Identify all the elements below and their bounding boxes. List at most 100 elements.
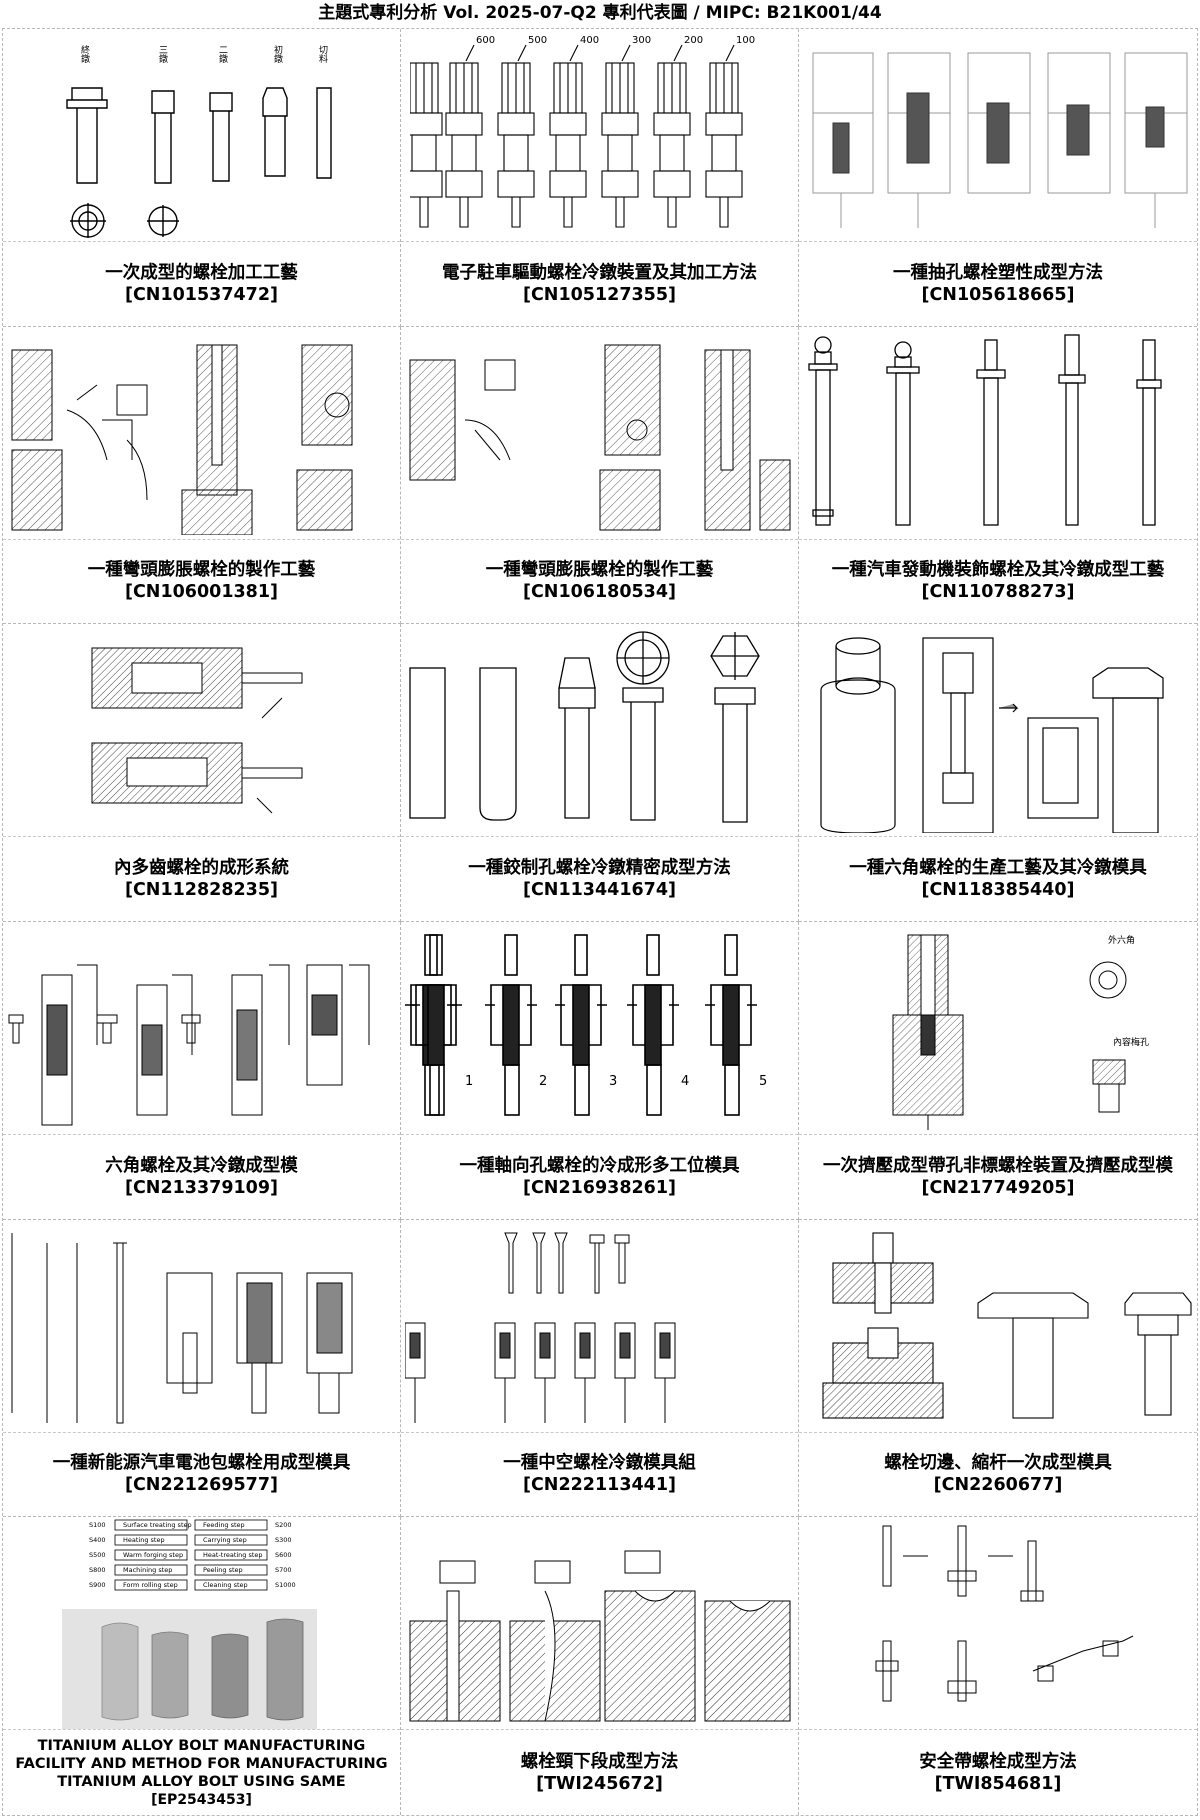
step-label: Feeding step [203, 1521, 245, 1529]
station-label: 200 [684, 35, 703, 46]
patent-card[interactable]: 一種鉸制孔螺栓冷鐓精密成型方法 [CN113441674] [401, 624, 799, 922]
patent-grid: 終鐓 三鐓 二鐓 初鐓 切料 [2, 28, 1198, 1816]
station-number: 2 [539, 1074, 547, 1089]
step-label: Machining step [123, 1566, 172, 1574]
patent-caption: 安全帶螺栓成型方法 [TWI854681] [799, 1730, 1197, 1815]
patent-number[interactable]: [CN217749205] [921, 1177, 1075, 1198]
patent-card[interactable]: 600 500 400 300 200 100 電子駐車驅動螺栓冷鐓裝置及其加工… [401, 29, 799, 327]
die-sections-figure [799, 29, 1197, 242]
bent-bolt-dies-figure-2 [401, 327, 798, 540]
patent-card[interactable]: 螺栓切邊、縮杆一次成型模具 [CN2260677] [799, 1220, 1197, 1518]
station-label: 600 [476, 35, 495, 46]
patent-title: 一次成型的螺栓加工工藝 [105, 262, 298, 283]
patent-card[interactable]: S100 Surface treating step Feeding step … [3, 1517, 401, 1815]
step-label: Carrying step [203, 1536, 247, 1544]
stage-label: 終鐓 [79, 43, 90, 63]
patent-card[interactable]: 一種中空螺栓冷鐓模具組 [CN222113441] [401, 1219, 799, 1518]
patent-number[interactable]: [CN112828235] [124, 880, 279, 901]
patent-title: 安全帶螺栓成型方法 [919, 1751, 1077, 1772]
station-number: 1 [465, 1074, 473, 1089]
patent-card[interactable]: 外六角 內容梅孔 一次擠壓成型帶孔非標螺栓裝置及擠壓成型模 [CN2177492… [799, 922, 1197, 1220]
patent-card[interactable]: 一種彎頭膨脹螺栓的製作工藝 [CN106001381] [3, 326, 401, 625]
patent-number[interactable]: [CN222113441] [522, 1475, 677, 1496]
step-label: Peeling step [203, 1566, 243, 1574]
patent-title: 螺栓切邊、縮杆一次成型模具 [884, 1453, 1112, 1474]
patent-card[interactable]: 六角螺栓及其冷鐓成型模 [CN213379109] [3, 921, 401, 1220]
station-label: 500 [528, 35, 547, 46]
patent-card[interactable]: 終鐓 三鐓 二鐓 初鐓 切料 [3, 29, 401, 327]
patent-caption: 螺栓切邊、縮杆一次成型模具 [CN2260677] [799, 1433, 1197, 1517]
patent-number[interactable]: [CN213379109] [124, 1177, 279, 1198]
patent-title: 一種汽車發動機裝飾螺栓及其冷鐓成型工藝 [831, 560, 1165, 581]
patent-number[interactable]: [CN105127355] [522, 284, 677, 305]
step-label: Heat-treating step [203, 1551, 263, 1559]
patent-caption: 一種彎頭膨脹螺栓的製作工藝 [CN106180534] [401, 540, 798, 624]
patent-caption: 一種抽孔螺栓塑性成型方法 [CN105618665] [799, 242, 1197, 326]
patent-caption: 內多齒螺栓的成形系統 [CN112828235] [3, 837, 400, 921]
step-code: S200 [275, 1521, 292, 1529]
patent-number[interactable]: [EP2543453] [151, 1791, 252, 1808]
stage-label: 三鐓 [157, 45, 168, 64]
patent-card[interactable]: 1 2 3 4 5 一種軸向孔螺栓的冷成形多工位模具 [CN216938261] [401, 921, 799, 1220]
patent-card[interactable]: 內多齒螺栓的成形系統 [CN112828235] [3, 624, 401, 922]
patent-number[interactable]: [CN2260677] [933, 1475, 1063, 1496]
patent-caption: TITANIUM ALLOY BOLT MANUFACTURING FACILI… [3, 1730, 400, 1815]
patent-number[interactable]: [CN216938261] [522, 1177, 677, 1198]
patent-number[interactable]: [CN110788273] [921, 582, 1075, 603]
figure-annotation: 內容梅孔 [1113, 1036, 1149, 1048]
patent-title: 螺栓頸下段成型方法 [520, 1751, 679, 1772]
patent-number[interactable]: [TWI854681] [934, 1773, 1062, 1794]
patent-title: 一種鉸制孔螺栓冷鐓精密成型方法 [468, 858, 731, 879]
patent-caption: 一種中空螺栓冷鐓模具組 [CN222113441] [401, 1433, 798, 1517]
patent-caption: 六角螺栓及其冷鐓成型模 [CN213379109] [3, 1135, 400, 1219]
patent-card[interactable]: 一種抽孔螺栓塑性成型方法 [CN105618665] [799, 29, 1197, 327]
station-label: 100 [736, 35, 755, 46]
step-label: Heating step [123, 1536, 165, 1544]
patent-caption: 一種新能源汽車電池包螺栓用成型模具 [CN221269577] [3, 1433, 400, 1517]
hex-bolt-mold-figure [799, 624, 1197, 838]
stage-label: 初鐓 [272, 43, 283, 63]
patent-number[interactable]: [CN221269577] [124, 1475, 279, 1496]
patent-number[interactable]: [CN105618665] [921, 284, 1075, 305]
decorative-bolt-stages-figure [799, 327, 1197, 540]
patent-title: TITANIUM ALLOY BOLT MANUFACTURING FACILI… [15, 1737, 388, 1790]
battery-bolt-mold-figure [3, 1220, 400, 1433]
patent-title: 一種中空螺栓冷鐓模具組 [503, 1453, 696, 1474]
step-label: Warm forging step [123, 1551, 183, 1559]
patent-card[interactable]: 安全帶螺栓成型方法 [TWI854681] [799, 1517, 1197, 1815]
patent-caption: 一種彎頭膨脹螺栓的製作工藝 [CN106001381] [3, 540, 400, 624]
bent-bolt-dies-figure [3, 327, 400, 540]
step-code: S700 [275, 1566, 292, 1574]
patent-caption: 一種軸向孔螺栓的冷成形多工位模具 [CN216938261] [401, 1135, 798, 1219]
patent-number[interactable]: [CN113441674] [522, 880, 677, 901]
seatbelt-bolt-figure [799, 1517, 1197, 1731]
patent-number[interactable]: [CN106001381] [124, 582, 279, 603]
patent-number[interactable]: [TWI245672] [536, 1773, 663, 1794]
patent-title: 一種抽孔螺栓塑性成型方法 [893, 262, 1103, 283]
step-code: S400 [89, 1536, 106, 1544]
patent-number[interactable]: [CN106180534] [522, 582, 677, 603]
hollow-bolt-dies-figure [401, 1220, 798, 1433]
step-code: S300 [275, 1536, 292, 1544]
stage-label: 二鐓 [217, 45, 228, 64]
forming-system-figure [3, 624, 400, 838]
patent-title: 一種六角螺栓的生產工藝及其冷鐓模具 [849, 858, 1147, 879]
reamed-bolt-stages-figure [401, 624, 798, 838]
patent-card[interactable]: 一種六角螺栓的生產工藝及其冷鐓模具 [CN118385440] [799, 624, 1197, 922]
patent-card[interactable]: 螺栓頸下段成型方法 [TWI245672] [401, 1517, 799, 1815]
patent-caption: 一種鉸制孔螺栓冷鐓精密成型方法 [CN113441674] [401, 837, 798, 921]
extrusion-die-figure: 外六角 內容梅孔 [799, 922, 1197, 1135]
patent-number[interactable]: [CN101537472] [124, 284, 279, 305]
patent-title: 一種新能源汽車電池包螺栓用成型模具 [52, 1453, 351, 1474]
patent-number[interactable]: [CN118385440] [921, 880, 1075, 901]
patent-caption: 一次擠壓成型帶孔非標螺栓裝置及擠壓成型模 [CN217749205] [799, 1135, 1197, 1219]
patent-card[interactable]: 一種彎頭膨脹螺栓的製作工藝 [CN106180534] [401, 326, 799, 625]
patent-card[interactable]: 一種汽車發動機裝飾螺栓及其冷鐓成型工藝 [CN110788273] [799, 327, 1197, 625]
step-code: S800 [89, 1566, 106, 1574]
station-number: 4 [681, 1074, 689, 1089]
patent-card[interactable]: 一種新能源汽車電池包螺栓用成型模具 [CN221269577] [3, 1219, 401, 1518]
patent-title: 一種彎頭膨脹螺栓的製作工藝 [485, 560, 714, 581]
neck-forming-figure [401, 1517, 798, 1731]
titanium-flowchart-figure: S100 Surface treating step Feeding step … [3, 1517, 400, 1731]
step-code: S1000 [275, 1581, 296, 1589]
